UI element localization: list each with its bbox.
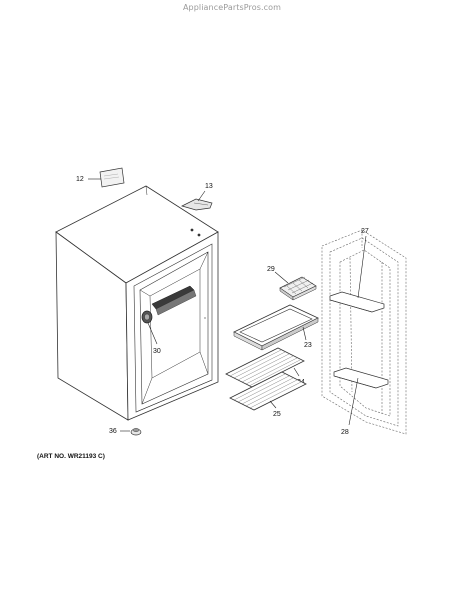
callout-29: 29 bbox=[267, 266, 275, 273]
callout-12: 12 bbox=[76, 176, 84, 183]
part-24-wire-shelf[interactable] bbox=[225, 347, 305, 388]
part-25-wire-shelf[interactable] bbox=[229, 371, 307, 411]
callout-27: 27 bbox=[361, 228, 369, 235]
part-23-drip-tray[interactable] bbox=[233, 304, 319, 351]
callout-25: 25 bbox=[273, 411, 281, 418]
callout-36: 36 bbox=[109, 428, 117, 435]
callout-30: 30 bbox=[153, 348, 161, 355]
art-number: (ART NO. WR21193 C) bbox=[37, 453, 105, 460]
part-29-ice-tray[interactable] bbox=[279, 276, 317, 301]
leader-23 bbox=[302, 326, 307, 341]
leader-27 bbox=[357, 235, 367, 299]
leader-25 bbox=[269, 400, 277, 409]
watermark: AppliancePartsPros.com bbox=[182, 3, 282, 12]
part-28-door-shelf[interactable] bbox=[333, 367, 389, 389]
callout-28: 28 bbox=[341, 429, 349, 436]
leader-24 bbox=[293, 367, 300, 377]
part-13-bracket[interactable] bbox=[181, 198, 213, 211]
leader-13 bbox=[197, 190, 206, 202]
part-36-leveling-foot[interactable] bbox=[130, 428, 142, 436]
part-27-door-shelf[interactable] bbox=[329, 291, 385, 313]
part-12-label[interactable] bbox=[99, 167, 125, 188]
cabinet[interactable] bbox=[55, 185, 219, 421]
part-30-thermostat-knob[interactable] bbox=[141, 310, 153, 324]
leader-30 bbox=[147, 322, 158, 345]
door-assembly[interactable] bbox=[321, 229, 407, 435]
callout-13: 13 bbox=[205, 183, 213, 190]
callout-23: 23 bbox=[304, 342, 312, 349]
evaporator-shelf bbox=[151, 285, 197, 316]
leader-29 bbox=[274, 271, 289, 284]
leader-28 bbox=[348, 377, 359, 426]
